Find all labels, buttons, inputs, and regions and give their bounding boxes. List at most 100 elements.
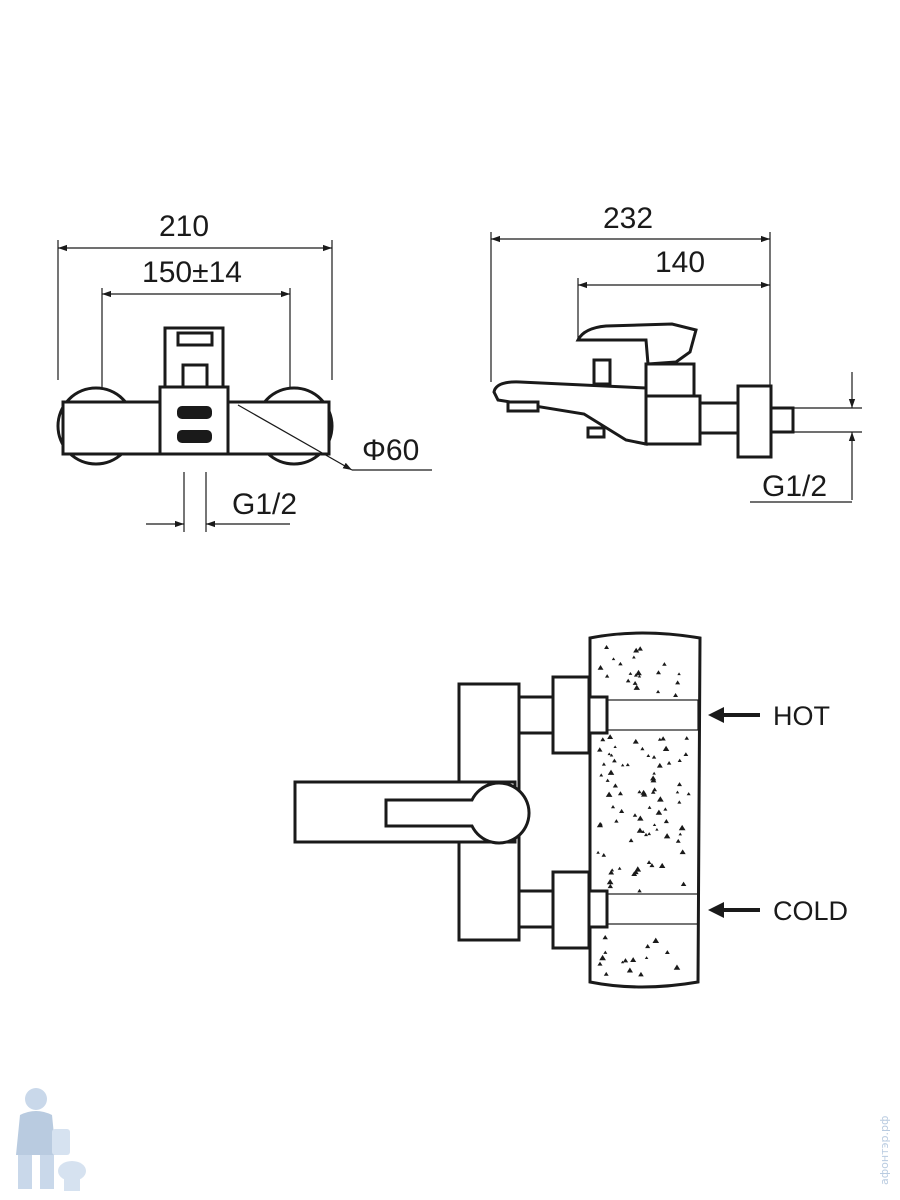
wall-texture-dot bbox=[607, 752, 611, 756]
wall-texture-dot bbox=[599, 773, 604, 777]
diverter-knob bbox=[592, 358, 612, 386]
wall-texture-dot bbox=[636, 827, 644, 833]
cold-indicator: COLD bbox=[708, 896, 848, 926]
lever-top bbox=[384, 781, 531, 845]
wall-texture-dot bbox=[635, 669, 642, 676]
wall-texture-dot bbox=[601, 762, 606, 766]
hot-arrow-icon bbox=[708, 707, 724, 723]
wall-texture-dot bbox=[620, 960, 625, 964]
wall-texture-dot bbox=[597, 961, 603, 966]
wall-texture-dot bbox=[604, 674, 610, 678]
wall-texture-dot bbox=[601, 853, 607, 857]
wall-texture-dot bbox=[652, 787, 658, 792]
dimension-thread-side: G1/2 bbox=[750, 372, 862, 503]
wall-texture-dot bbox=[597, 747, 603, 752]
installation-view: HOT COLD bbox=[293, 631, 848, 989]
wall-texture-dot bbox=[677, 672, 681, 676]
wall-texture-dot bbox=[637, 789, 642, 794]
dim-140-label: 140 bbox=[655, 246, 705, 279]
cold-label: COLD bbox=[773, 896, 848, 926]
wall-texture-dot bbox=[605, 778, 610, 782]
dim-210-label: 210 bbox=[159, 210, 209, 243]
wall-texture-dot bbox=[656, 762, 663, 768]
wall-texture-dot bbox=[597, 664, 604, 670]
body-upper bbox=[644, 362, 696, 398]
wall-texture-dot bbox=[651, 755, 657, 759]
wall-texture-dot bbox=[637, 888, 642, 893]
wall-texture-dot bbox=[607, 883, 613, 889]
wall-texture-dot bbox=[625, 762, 630, 767]
wall-texture-dot bbox=[614, 819, 619, 823]
wall-texture-dot bbox=[603, 950, 608, 954]
wall-texture-dot bbox=[632, 655, 636, 659]
aerator bbox=[506, 400, 540, 413]
wall-texture-dot bbox=[598, 822, 603, 826]
hot-fitting bbox=[587, 695, 609, 735]
dim-232-label: 232 bbox=[603, 202, 653, 235]
wall-texture-dot bbox=[605, 791, 613, 797]
dim-phi60-label: Φ60 bbox=[362, 434, 419, 467]
wall-texture-dot bbox=[628, 838, 634, 843]
wall-texture-dot bbox=[626, 967, 633, 973]
wall-texture-dot bbox=[650, 790, 656, 794]
wall-texture-dot bbox=[659, 862, 666, 868]
wall-texture-dot bbox=[677, 800, 682, 804]
wall-texture-dot bbox=[646, 754, 651, 758]
wall-texture-dot bbox=[645, 944, 651, 949]
dimension-diameter: Φ60 bbox=[237, 404, 432, 471]
plumber-logo-icon bbox=[16, 1088, 86, 1191]
wall-nut bbox=[736, 384, 773, 459]
wall-texture-dot bbox=[638, 971, 644, 977]
wall-texture-dot bbox=[644, 956, 649, 960]
wall-texture-dot bbox=[611, 657, 616, 661]
wall-texture-dot bbox=[679, 849, 686, 855]
outlet-mark-2 bbox=[177, 430, 212, 443]
wall-texture-dot bbox=[637, 646, 643, 651]
hot-pipe bbox=[605, 699, 699, 731]
wall-texture-dot bbox=[646, 860, 652, 864]
connector-pipe bbox=[698, 401, 740, 435]
cold-arrow-icon bbox=[708, 902, 724, 918]
lever-handle bbox=[575, 322, 698, 366]
thread-nipple bbox=[769, 406, 795, 434]
wall-texture-dot bbox=[683, 752, 689, 757]
wall-texture-dot bbox=[632, 680, 638, 685]
wall-texture-dot bbox=[684, 736, 689, 740]
wall-texture-dot bbox=[612, 758, 617, 763]
wall-texture-dot bbox=[617, 866, 622, 870]
wall-texture-dot bbox=[652, 771, 656, 775]
hot-indicator: HOT bbox=[708, 701, 830, 731]
outlet-mark-1 bbox=[177, 406, 212, 419]
wall-texture-dot bbox=[663, 819, 669, 824]
front-view: 210 150±14 Φ60 bbox=[56, 210, 432, 532]
wall-texture-dot bbox=[607, 734, 614, 739]
wall-texture-dot bbox=[606, 878, 614, 885]
wall-texture-dot bbox=[633, 684, 641, 690]
wall-texture-dot bbox=[609, 753, 614, 757]
wall-texture-dot bbox=[686, 792, 691, 796]
dim-150-label: 150±14 bbox=[142, 256, 242, 289]
wall-texture-dot bbox=[666, 761, 672, 765]
wall-section bbox=[588, 631, 702, 989]
wall-texture-dot bbox=[652, 937, 660, 943]
wall-texture-dot bbox=[647, 805, 652, 809]
dim-g12-front-label: G1/2 bbox=[232, 488, 297, 521]
wall-texture-dot bbox=[656, 689, 661, 694]
wall-texture-dot bbox=[602, 935, 608, 940]
dim-g12-side-label: G1/2 bbox=[762, 470, 827, 503]
wall-texture-dot bbox=[680, 881, 687, 886]
dimension-spout-depth: 140 bbox=[577, 246, 770, 340]
bottom-outlet bbox=[586, 426, 606, 439]
wall-texture-dot bbox=[664, 950, 670, 954]
dimension-thread-front: G1/2 bbox=[146, 472, 297, 532]
wall-texture-dot bbox=[596, 850, 600, 854]
dimension-overall-depth: 232 bbox=[490, 202, 771, 386]
cold-fitting bbox=[587, 889, 609, 929]
cold-nut bbox=[551, 870, 591, 950]
wall-texture-dot bbox=[630, 957, 637, 963]
wall-texture-dot bbox=[644, 832, 649, 837]
wall-texture-dot bbox=[663, 833, 671, 839]
wall-texture-dot bbox=[603, 971, 609, 976]
wall-texture-dot bbox=[655, 827, 659, 831]
